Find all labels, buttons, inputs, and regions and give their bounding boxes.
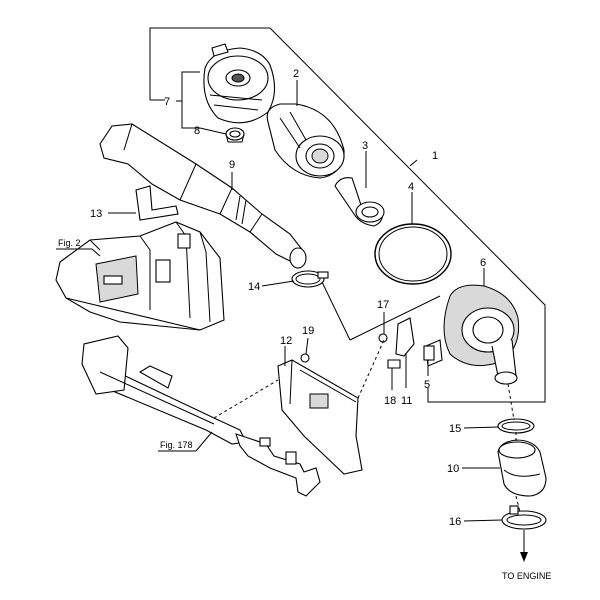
callout-6: 6 [480,257,486,269]
o-ring-inner [378,226,448,282]
ref-fig-178: Fig. 178 [160,440,193,450]
callout-3: 3 [362,140,368,152]
hose-bracket [135,185,179,221]
bolt-18 [387,359,401,369]
engine-housing [55,221,225,331]
intake-hose [99,123,307,269]
o-ring [374,223,452,285]
callout-16: 16 [449,516,461,528]
ref-to-engine: TO ENGINE [502,571,551,581]
callout-5: 5 [424,379,430,391]
evacuator-valve [225,127,245,143]
callout-19: 19 [302,325,314,337]
assembly-outline [149,27,546,403]
hose-clamp-15 [497,418,535,434]
air-cleaner-body [425,284,520,385]
callout-9: 9 [229,159,235,171]
callout-18: 18 [384,395,396,407]
primary-filter-element [266,103,345,179]
callout-11: 11 [401,395,412,407]
callout-14: 14 [248,281,260,293]
support-bracket [395,317,415,357]
callout-2: 2 [293,68,299,80]
air-cleaner-cap [203,43,276,124]
to-engine-arrow [520,530,528,562]
bolt-17 [378,333,388,343]
leader-lines [56,71,521,522]
hose-clamp-upper [291,270,329,288]
lower-bracket [235,433,321,497]
callout-labels: 1 2 3 4 5 6 7 8 9 10 11 12 13 14 15 16 1… [90,68,486,528]
callout-4: 4 [408,181,414,193]
callout-8: 8 [194,125,200,137]
callout-7: 7 [164,96,170,108]
callout-1: 1 [432,150,438,162]
callout-15: 15 [449,423,461,435]
callout-12: 12 [280,335,292,347]
callout-13: 13 [90,208,102,220]
mounting-plate [277,359,363,475]
bolt-19 [300,353,310,363]
ref-fig-2: Fig. 2 [58,238,81,248]
callout-10: 10 [447,463,459,475]
hose-clip [423,345,435,361]
hose-clamp-16 [501,505,547,530]
callout-17: 17 [377,299,389,311]
elbow-hose [497,439,547,497]
frame-tube [81,335,247,445]
safety-filter-element [334,177,385,227]
